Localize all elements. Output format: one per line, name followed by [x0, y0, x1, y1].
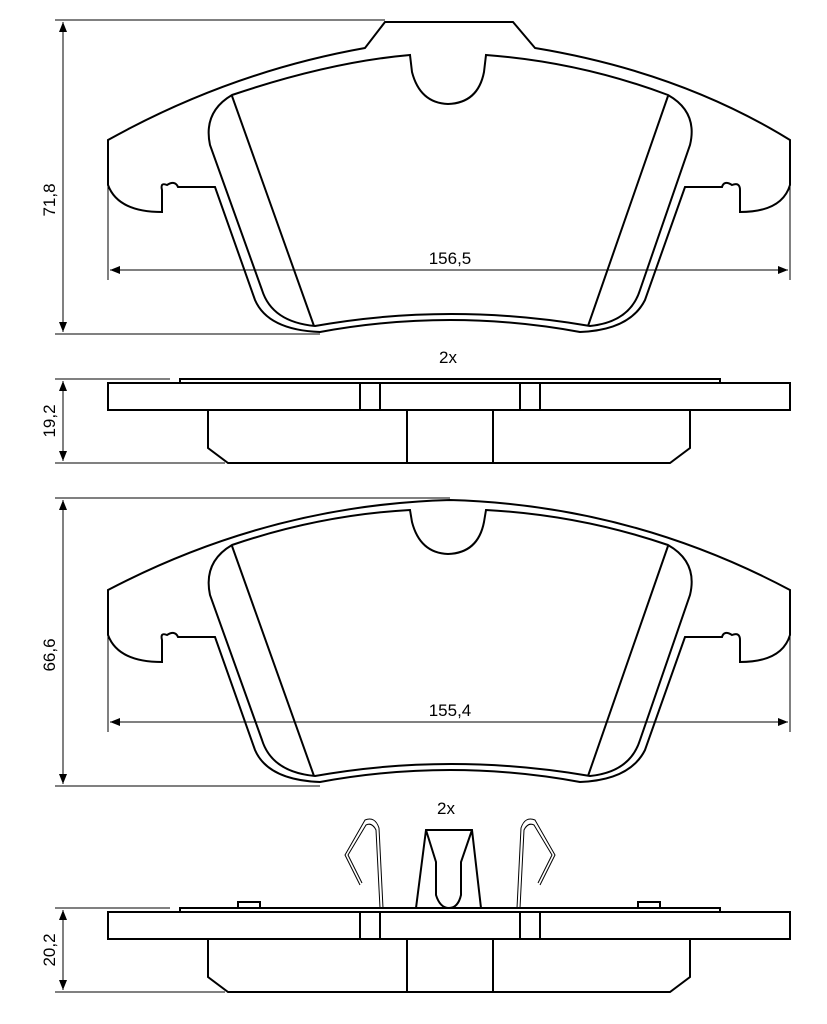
- pad1-friction-material: [207, 53, 693, 328]
- pad2-top-view: [107, 498, 791, 784]
- pad1-side-view: [107, 378, 791, 464]
- pad1-thickness-label: 19,2: [40, 404, 59, 437]
- pad2-quantity-label: 2x: [437, 799, 455, 818]
- pad2-thickness-dimension: [55, 907, 225, 993]
- pad1-chamfer-left: [231, 95, 315, 327]
- pad2-height-label: 66,6: [40, 638, 59, 671]
- pad2-dimensions: [55, 497, 791, 787]
- pad1-width-label: 156,5: [429, 249, 472, 268]
- pad1-backing-plate: [107, 21, 791, 334]
- retaining-clip-right: [516, 818, 556, 909]
- pad2-width-label: 155,4: [429, 701, 472, 720]
- pad1-chamfer-right: [587, 95, 669, 327]
- pad1-top-view: [107, 21, 791, 334]
- center-spring-clip: [415, 829, 482, 910]
- pad1-quantity-label: 2x: [439, 348, 457, 367]
- pad1-thickness-dimension: [55, 378, 225, 464]
- pad2-backing-plate: [107, 498, 791, 784]
- retaining-clip-left: [344, 818, 384, 909]
- pad2-friction-material: [207, 508, 693, 778]
- pad1-height-label: 71,8: [40, 183, 59, 216]
- pad2-side-view: [107, 818, 791, 993]
- pad1-dimensions: [55, 19, 791, 335]
- pad2-thickness-label: 20,2: [40, 933, 59, 966]
